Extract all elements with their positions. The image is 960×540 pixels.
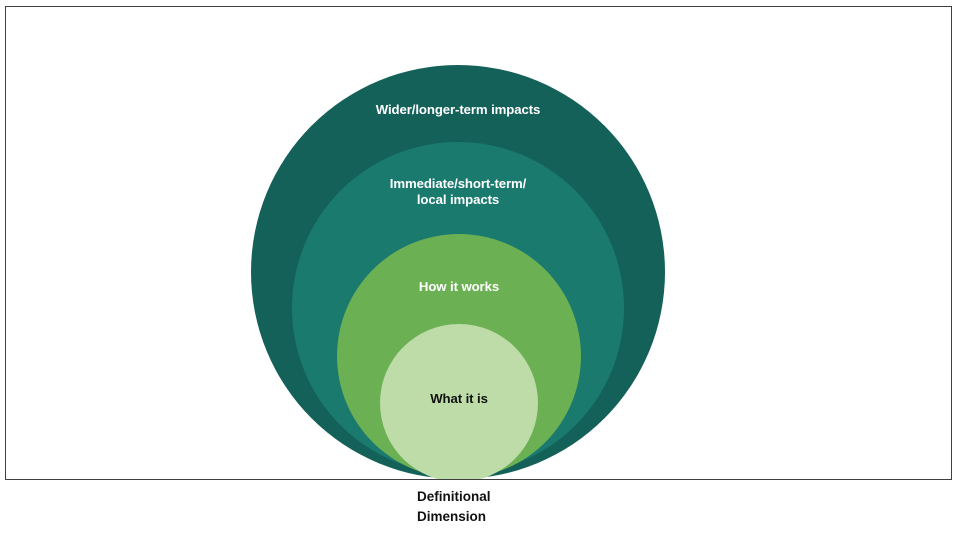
diagram-caption: Definitional Dimension — [417, 489, 491, 524]
ring-label-immediate-short-term-local-impacts: Immediate/short-term/ local impacts — [389, 176, 527, 208]
diagram-frame: Wider/longer-term impacts Immediate/shor… — [5, 6, 952, 480]
ring-what-it-is: What it is — [380, 324, 538, 479]
ring-label-what-it-is: What it is — [430, 391, 488, 406]
ring-label-how-it-works: How it works — [418, 279, 500, 294]
ring-label-wider-longer-term-impacts: Wider/longer-term impacts — [375, 102, 541, 117]
